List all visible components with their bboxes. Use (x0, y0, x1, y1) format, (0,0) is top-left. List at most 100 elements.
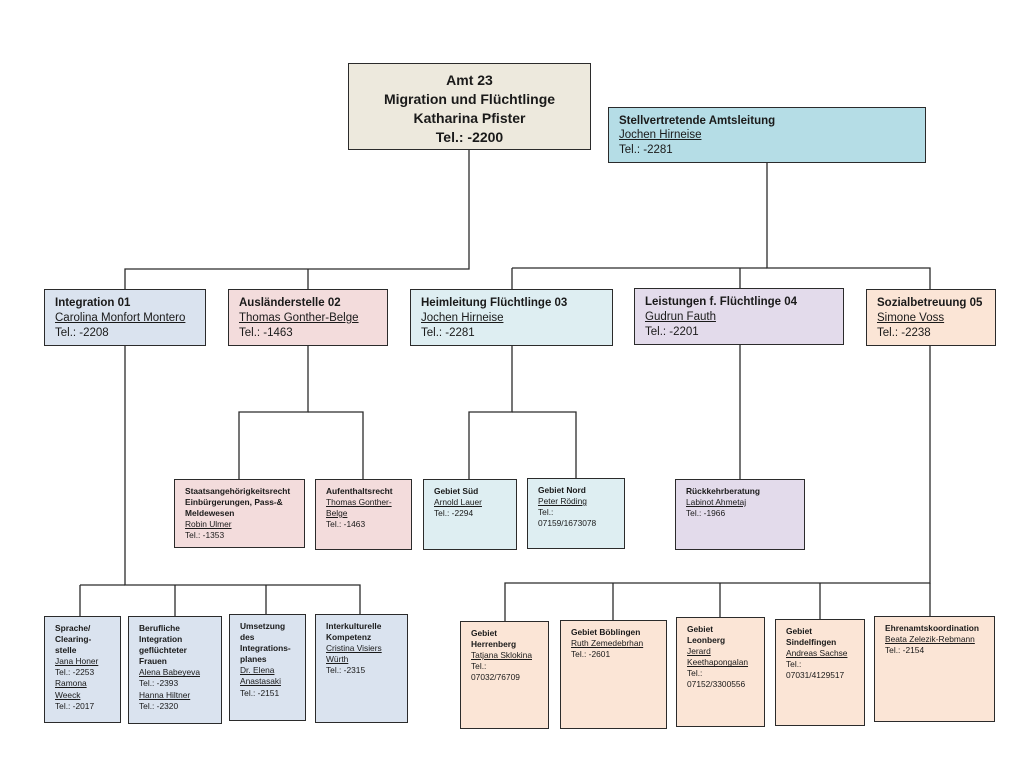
unit-interkulturell-box: Interkulturelle Kompetenz Cristina Visie… (315, 614, 408, 723)
unit-ehrenamt-name-link[interactable]: Beata Zelezik-Rebmann (885, 634, 975, 645)
dept-leistungen-box: Leistungen f. Flüchtlinge 04 Gudrun Faut… (634, 288, 844, 345)
unit-rueckkehr-box: Rückkehrberatung Labinot Ahmetaj Tel.: -… (675, 479, 805, 550)
unit-rueckkehr-name-link[interactable]: Labinot Ahmetaj (686, 496, 747, 507)
unit-sprache-tel-2: Tel.: -2017 (55, 700, 95, 711)
unit-sprache-title-2: Clearing- (55, 634, 92, 645)
deputy-name-link[interactable]: Jochen Hirneise (619, 129, 702, 142)
unit-berufliche-name-link-2[interactable]: Hanna Hiltner (139, 689, 191, 700)
root-office-number: Amt 23 (446, 72, 493, 88)
unit-gebiet-nord-name-link[interactable]: Peter Röding (538, 495, 587, 506)
unit-umsetzung-box: Umsetzung des Integrations- planes Dr. E… (229, 614, 306, 721)
unit-leonberg-tel: 07152/3300556 (687, 679, 746, 690)
unit-umsetzung-title-2: des (240, 632, 255, 643)
unit-berufliche-title-1: Berufliche (139, 623, 180, 633)
unit-leonberg-title-2: Leonberg (687, 635, 726, 646)
dept-integration-title: Integration 01 (55, 297, 131, 309)
unit-aufenthalt-box: Aufenthaltsrecht Thomas Gonther- Belge T… (315, 479, 412, 550)
unit-herrenberg-tel: 07032/76709 (471, 672, 520, 683)
unit-umsetzung-title-4: planes (240, 654, 267, 665)
unit-sprache-name-link-2[interactable]: Ramona (55, 678, 87, 689)
unit-gebiet-nord-box: Gebiet Nord Peter Röding Tel.: 07159/167… (527, 478, 625, 549)
unit-gebiet-nord-tel: 07159/1673078 (538, 517, 597, 528)
dept-integration-name-link[interactable]: Carolina Monfort Montero (55, 311, 186, 324)
deputy-title: Stellvertretende Amtsleitung (619, 115, 776, 127)
unit-rueckkehr-tel: Tel.: -1966 (686, 507, 726, 518)
unit-herrenberg-tel-label: Tel.: (471, 661, 487, 672)
unit-aufenthalt-title: Aufenthaltsrecht (326, 486, 393, 496)
unit-aufenthalt-tel: Tel.: -1463 (326, 518, 366, 529)
unit-rueckkehr-title: Rückkehrberatung (686, 486, 760, 496)
unit-boeblingen-name-link[interactable]: Ruth Zemedebrhan (571, 638, 644, 649)
unit-staatsangehoerigkeit-title-3: Meldewesen (185, 507, 235, 518)
root-office-box: Amt 23 Migration und Flüchtlinge Kathari… (348, 63, 591, 150)
unit-interkulturell-tel: Tel.: -2315 (326, 665, 366, 676)
connector-aufenthalt (308, 411, 364, 479)
unit-umsetzung-tel: Tel.: -2151 (240, 687, 280, 698)
deputy-tel: Tel.: -2281 (619, 143, 673, 156)
unit-sindelfingen-tel-label: Tel.: (786, 659, 802, 670)
unit-berufliche-title-2: Integration (139, 634, 183, 645)
unit-staatsangehoerigkeit-title-2: Einbürgerungen, Pass-& (185, 496, 283, 507)
unit-umsetzung-name-link-2[interactable]: Anastasaki (240, 676, 281, 687)
unit-sprache-name-link-1[interactable]: Jana Honer (55, 656, 99, 667)
unit-herrenberg-box: Gebiet Herrenberg Tatjana Sklokina Tel.:… (460, 621, 549, 729)
dept-heimleitung-title: Heimleitung Flüchtlinge 03 (421, 297, 568, 309)
unit-gebiet-sued-name-link[interactable]: Arnold Lauer (434, 496, 482, 507)
unit-interkulturell-title-2: Kompetenz (326, 632, 372, 643)
dept-heimleitung-tel: Tel.: -2281 (421, 326, 475, 339)
unit-ehrenamt-box: Ehrenamtskoordination Beata Zelezik-Rebm… (874, 616, 995, 722)
unit-ehrenamt-tel: Tel.: -2154 (885, 645, 925, 656)
dept-auslaender-title: Ausländerstelle 02 (239, 297, 341, 309)
unit-leonberg-name-link-2[interactable]: Keethapongalan (687, 657, 749, 668)
unit-herrenberg-title-1: Gebiet (471, 628, 498, 638)
unit-sprache-box: Sprache/ Clearing- stelle Jana Honer Tel… (44, 616, 121, 723)
unit-staatsangehoerigkeit-name-link[interactable]: Robin Ulmer (185, 518, 232, 529)
unit-boeblingen-title: Gebiet Böblingen (571, 627, 641, 637)
connector-gebiet-nord (512, 411, 577, 478)
connector-auslaender-sub (238, 346, 309, 479)
dept-sozial-name-link[interactable]: Simone Voss (877, 311, 945, 324)
unit-herrenberg-name-link[interactable]: Tatjana Sklokina (471, 650, 532, 661)
unit-interkulturell-name-link-2[interactable]: Würth (326, 654, 349, 665)
unit-gebiet-nord-title: Gebiet Nord (538, 485, 586, 495)
unit-leonberg-box: Gebiet Leonberg Jerard Keethapongalan Te… (676, 617, 765, 727)
unit-staatsangehoerigkeit-box: Staatsangehörigkeitsrecht Einbürgerungen… (174, 479, 305, 548)
unit-berufliche-title-3: geflüchteter (139, 645, 187, 656)
unit-umsetzung-name-link-1[interactable]: Dr. Elena (240, 665, 275, 676)
unit-ehrenamt-title: Ehrenamtskoordination (885, 623, 979, 633)
root-office-title: Migration und Flüchtlinge (383, 90, 556, 107)
dept-sozial-tel: Tel.: -2238 (877, 326, 931, 339)
dept-leistungen-tel: Tel.: -2201 (645, 325, 699, 338)
unit-sprache-title-1: Sprache/ (55, 623, 91, 633)
unit-sindelfingen-name-link[interactable]: Andreas Sachse (786, 648, 848, 659)
unit-berufliche-name-link-1[interactable]: Alena Babeyeva (139, 667, 200, 678)
unit-leonberg-title-1: Gebiet (687, 624, 714, 634)
unit-umsetzung-title-1: Umsetzung (240, 621, 286, 631)
unit-gebiet-sued-title: Gebiet Süd (434, 486, 479, 496)
dept-leistungen-title: Leistungen f. Flüchtlinge 04 (645, 296, 798, 308)
unit-sprache-title-3: stelle (55, 645, 77, 656)
unit-boeblingen-box: Gebiet Böblingen Ruth Zemedebrhan Tel.: … (560, 620, 667, 729)
dept-integration-tel: Tel.: -2208 (55, 326, 109, 339)
dept-sozial-box: Sozialbetreuung 05 Simone Voss Tel.: -22… (866, 289, 996, 346)
connector-deputy-right (766, 163, 931, 289)
dept-auslaender-tel: Tel.: -1463 (239, 326, 293, 339)
unit-herrenberg-title-2: Herrenberg (471, 639, 517, 650)
dept-auslaender-name-link[interactable]: Thomas Gonther-Belge (239, 311, 359, 324)
root-office-tel: Tel.: -2200 (435, 128, 504, 145)
unit-berufliche-title-4: Frauen (139, 656, 167, 667)
dept-heimleitung-name-link[interactable]: Jochen Hirneise (421, 311, 504, 324)
unit-aufenthalt-name-link-2[interactable]: Belge (326, 507, 348, 518)
unit-gebiet-sued-box: Gebiet Süd Arnold Lauer Tel.: -2294 (423, 479, 517, 550)
unit-boeblingen-tel: Tel.: -2601 (571, 649, 611, 660)
unit-leonberg-name-link-1[interactable]: Jerard (687, 646, 711, 657)
unit-staatsangehoerigkeit-title-1: Staatsangehörigkeitsrecht (185, 486, 291, 496)
dept-leistungen-name-link[interactable]: Gudrun Fauth (645, 310, 716, 323)
dept-sozial-title: Sozialbetreuung 05 (877, 297, 983, 309)
unit-staatsangehoerigkeit-tel: Tel.: -1353 (185, 529, 225, 540)
unit-interkulturell-name-link-1[interactable]: Cristina Visiers (326, 643, 382, 654)
unit-sprache-name-link-3[interactable]: Weeck (55, 689, 81, 700)
unit-berufliche-box: Berufliche Integration geflüchteter Frau… (128, 616, 222, 724)
unit-aufenthalt-name-link-1[interactable]: Thomas Gonther- (326, 496, 392, 507)
connector-heimleitung-sub (468, 346, 513, 479)
